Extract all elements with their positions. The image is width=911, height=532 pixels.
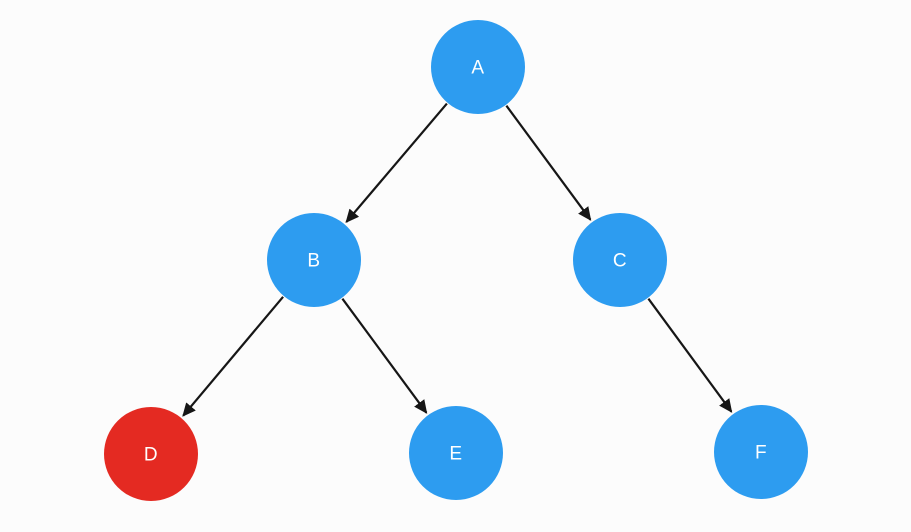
node-A: A (431, 20, 525, 114)
node-B: B (267, 213, 361, 307)
edge-B-D (182, 296, 284, 417)
node-label-C: C (613, 251, 627, 272)
node-circle-D (104, 407, 198, 501)
node-E: E (409, 406, 503, 500)
node-label-B: B (307, 251, 320, 272)
edge-C-F (647, 298, 733, 413)
edge-A-B (345, 102, 448, 223)
node-label-E: E (449, 444, 462, 465)
node-label-A: A (471, 58, 484, 79)
node-circle-F (714, 405, 808, 499)
node-circle-C (573, 213, 667, 307)
node-label-F: F (755, 443, 767, 464)
node-F: F (714, 405, 808, 499)
node-C: C (573, 213, 667, 307)
node-circle-B (267, 213, 361, 307)
node-circle-E (409, 406, 503, 500)
edge-A-C (505, 105, 592, 221)
node-label-D: D (144, 445, 158, 466)
edge-B-E (341, 298, 428, 414)
node-D: D (104, 407, 198, 501)
node-circle-A (431, 20, 525, 114)
